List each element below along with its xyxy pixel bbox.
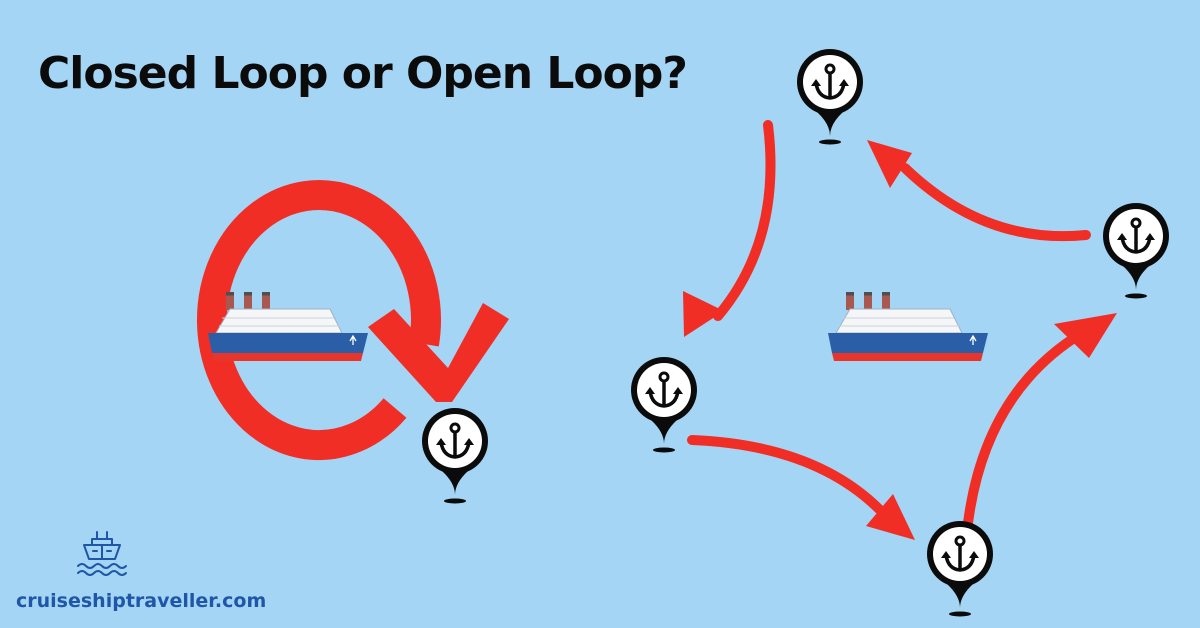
curved-arrow-icon (683, 120, 776, 337)
cruise-ship-icon (827, 291, 989, 362)
curved-arrow-icon (687, 435, 915, 540)
page-title: Closed Loop or Open Loop? (38, 48, 688, 99)
curved-arrow-icon (963, 313, 1117, 528)
brand-url: cruiseshiptraveller.com (16, 590, 267, 612)
open-loop-arrows (683, 120, 1117, 540)
anchor-pin-icon (925, 519, 995, 619)
cruise-ship-icon (207, 291, 369, 362)
ship-on-waves-icon (77, 531, 127, 576)
anchor-pin-icon (795, 47, 865, 147)
closed-loop-arrow-icon (196, 180, 509, 460)
anchor-pin-icon (1101, 201, 1171, 301)
curved-arrow-icon (867, 140, 1091, 242)
anchor-pin-icon (420, 406, 490, 506)
anchor-pin-icon (629, 355, 699, 455)
